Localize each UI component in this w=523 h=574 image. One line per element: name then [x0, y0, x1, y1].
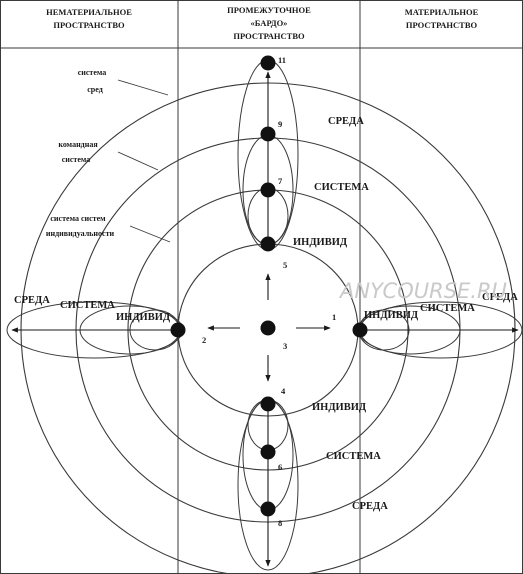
ring-label-environments-1: система [78, 68, 107, 77]
header-right-line-2: ПРОСТРАНСТВО [405, 20, 478, 30]
node-4 [260, 396, 276, 412]
ring-label-command-2: система [62, 155, 91, 164]
number-7: 7 [278, 176, 283, 186]
header-left-line-1: НЕМАТЕРИАЛЬНОЕ [46, 7, 132, 17]
header-left: НЕМАТЕРИАЛЬНОЕ ПРОСТРАНСТВО [0, 6, 178, 32]
node-1-right [352, 322, 368, 338]
label-individ-bottom: ИНДИВИД [312, 402, 367, 413]
header-right: МАТЕРИАЛЬНОЕ ПРОСТРАНСТВО [360, 6, 523, 32]
pointer-individuality [129, 225, 171, 243]
label-individ-left: ИНДИВИД [116, 312, 171, 323]
number-1: 1 [332, 312, 336, 322]
label-sreda-right: СРЕДА [482, 292, 518, 303]
watermark-text: ANYCOURSE.RU [338, 279, 507, 303]
ring-label-individuality-1: система систем [50, 214, 106, 223]
node-5-top [260, 236, 276, 252]
ring-label-command-1: командная [58, 140, 98, 149]
header-center-line-2: «БАРДО» [250, 18, 288, 28]
ring-label-individuality-2: индивидуальности [46, 229, 115, 238]
node-9 [260, 126, 276, 142]
label-sreda-bottom: СРЕДА [352, 501, 388, 512]
number-9: 9 [278, 119, 282, 129]
node-2-left [170, 322, 186, 338]
label-sistema-right: СИСТЕМА [420, 303, 475, 314]
header-left-line-2: ПРОСТРАНСТВО [53, 20, 125, 30]
header-center-line-1: ПРОМЕЖУТОЧНОЕ [227, 5, 311, 15]
number-6: 6 [278, 462, 282, 472]
number-5: 5 [283, 260, 287, 270]
pointer-environments [117, 79, 169, 96]
label-sreda-left: СРЕДА [14, 295, 50, 306]
nodes [170, 55, 368, 517]
number-8: 8 [278, 518, 282, 528]
node-7 [260, 182, 276, 198]
label-sistema-left: СИСТЕМА [60, 300, 115, 311]
header-right-line-1: МАТЕРИАЛЬНОЕ [404, 7, 479, 17]
ring-label-environments-2: сред [87, 85, 103, 94]
label-sistema-bottom: СИСТЕМА [326, 451, 381, 462]
label-sreda-top: СРЕДА [328, 116, 364, 127]
label-pointers [117, 79, 171, 243]
label-sistema-top: СИСТЕМА [314, 182, 369, 193]
number-11: 11 [278, 55, 286, 65]
header-center: ПРОМЕЖУТОЧНОЕ «БАРДО» ПРОСТРАНСТВО [178, 4, 360, 43]
number-4: 4 [281, 386, 286, 396]
pointer-command-system [117, 151, 159, 171]
node-11 [260, 55, 276, 71]
number-3: 3 [283, 341, 287, 351]
label-individ-right: ИНДИВИД [364, 310, 419, 321]
header-center-line-3: ПРОСТРАНСТВО [233, 31, 305, 41]
label-individ-top: ИНДИВИД [293, 237, 348, 248]
node-3-center [260, 320, 276, 336]
node-6 [260, 444, 276, 460]
number-2: 2 [202, 335, 206, 345]
node-8 [260, 501, 276, 517]
axis-arrows [11, 71, 519, 567]
